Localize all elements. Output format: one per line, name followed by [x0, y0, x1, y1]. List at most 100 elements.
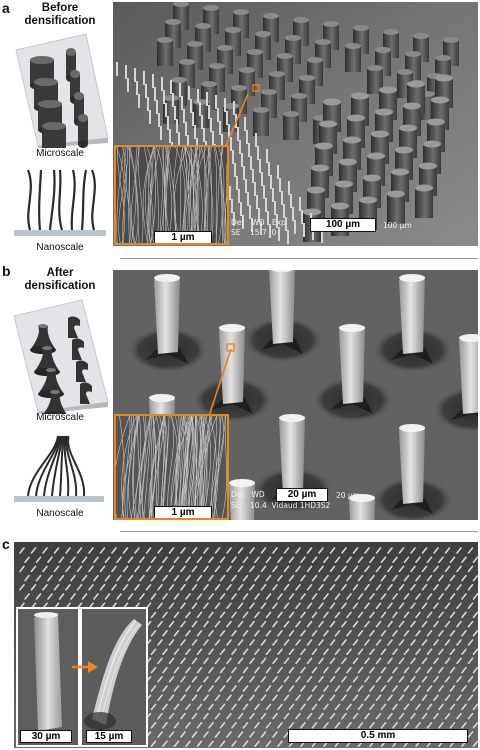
sem-array-pillar: [288, 703, 295, 711]
inset-fiber: [143, 147, 149, 243]
sem-array-pillar: [180, 583, 186, 591]
sem-array-pillar: [237, 602, 244, 609]
sem-array-pillar: [318, 657, 324, 665]
sem-array-pillar: [375, 583, 382, 591]
sem-array-pillar: [375, 694, 382, 701]
sem-array-pillar: [237, 694, 244, 701]
sem-array-pillar: [81, 593, 88, 600]
sem-array-pillar: [254, 666, 260, 674]
sem-densified-tower: [126, 274, 210, 374]
sem-array-pillar: [288, 593, 295, 600]
sem-array-pillar: [260, 657, 267, 665]
sem-array-pillar: [306, 694, 313, 701]
sem-pillar: [283, 111, 299, 140]
sem-array-pillar: [426, 722, 433, 729]
sem-array-pillar: [375, 639, 382, 646]
sem-array-pillar: [300, 666, 306, 674]
inset-arrow: [72, 661, 98, 673]
sem-array-pillar: [191, 583, 198, 591]
sem-array-pillar: [300, 556, 306, 564]
sem-array-pillar: [214, 731, 221, 738]
sem-array-pillar: [380, 666, 387, 674]
sem-array-pillar: [173, 556, 180, 564]
sem-array-pillar: [196, 648, 203, 655]
sem-array-pillar: [191, 639, 198, 646]
sem-array-pillar: [398, 639, 405, 646]
sem-array-pillar: [249, 676, 255, 683]
sem-array-pillar: [203, 565, 209, 573]
sem-array-pillar: [134, 547, 140, 554]
sem-array-pillar: [157, 565, 163, 573]
panel-letter-b: b: [2, 263, 11, 279]
sem-array-pillar: [352, 547, 359, 554]
sem-array-pillar: [403, 648, 410, 655]
sem-array-pillar: [318, 547, 324, 554]
sem-array-pillar: [196, 593, 203, 600]
sem-array-pillar: [295, 583, 301, 591]
sem-array-pillar: [185, 703, 191, 711]
sem-array-pillar: [249, 620, 255, 628]
sem-array-pillar: [185, 648, 191, 655]
sem-array-pillar: [415, 593, 421, 600]
sem-array-pillar: [242, 611, 249, 619]
sem-array-pillar: [369, 648, 375, 655]
sem-array-pillar: [461, 648, 467, 655]
sem-array-pillar: [415, 648, 421, 655]
sem-array-pillar: [472, 574, 478, 582]
sem-array-pillar: [157, 547, 163, 554]
inset-fiber: [148, 416, 165, 518]
sem-array-pillar: [196, 703, 203, 711]
sem-array-pillar: [260, 620, 267, 628]
inset-pillar-c: 30 µm: [18, 609, 78, 745]
nanoscale-label-b: Nanoscale: [36, 508, 84, 519]
sem-array-pillar: [461, 703, 467, 711]
sem-array-pillar: [168, 712, 175, 720]
sem-array-pillar: [357, 593, 364, 600]
sem-array-pillar: [30, 565, 37, 573]
nanoscale-densified-schematic: [14, 435, 104, 502]
inset-fiber: [117, 147, 125, 243]
sem-array-pillar: [203, 657, 209, 665]
sem-array-pillar: [203, 731, 209, 738]
sem-array-pillar: [99, 583, 106, 591]
inset-fiber: [129, 147, 139, 243]
sem-array-pillar: [444, 602, 451, 609]
sem-array-pillar: [403, 630, 410, 637]
sem-densified-tower: [229, 479, 255, 520]
sem-array-pillar: [438, 593, 444, 600]
sem-array-pillar: [122, 565, 129, 573]
sem-array-pillar: [214, 657, 221, 665]
sem-array-pillar: [415, 703, 421, 711]
sem-array-pillar: [472, 685, 478, 692]
sem-array-pillar: [249, 583, 255, 591]
sem-array-pillar: [185, 740, 191, 747]
sem-array-pillar: [150, 666, 157, 674]
inset-fiber: [148, 416, 157, 518]
sem-array-pillar: [173, 611, 180, 619]
sem-array-pillar: [249, 731, 255, 738]
inset-fiber: [151, 416, 160, 518]
sem-array-pillar: [306, 639, 313, 646]
schematic-densified-nanotube: [65, 435, 78, 497]
sem-array-pillar: [104, 574, 111, 582]
sem-array-pillar: [265, 685, 272, 692]
sem-array-pillar: [415, 685, 421, 692]
sem-array-pillar: [214, 620, 221, 628]
sem-array-pillar: [387, 639, 393, 646]
sem-array-pillar: [323, 666, 329, 674]
sem-array-pillar: [185, 611, 191, 619]
sem-array-pillar: [150, 593, 157, 600]
sem-array-pillar: [341, 694, 347, 701]
sem-array-pillar: [277, 740, 283, 747]
sem-array-pillar: [449, 630, 456, 637]
sem-array-pillar: [272, 694, 278, 701]
sem-array-pillar: [272, 620, 278, 628]
sem-array-pillar: [231, 740, 237, 747]
sem-array-pillar: [415, 666, 421, 674]
sem-array-pillar: [150, 685, 157, 692]
sem-array-pillar: [226, 583, 232, 591]
sem-array-pillar: [444, 565, 451, 573]
sem-array-pillar: [214, 547, 221, 554]
sem-array-pillar: [433, 620, 439, 628]
sem-array-pillar: [357, 611, 364, 619]
